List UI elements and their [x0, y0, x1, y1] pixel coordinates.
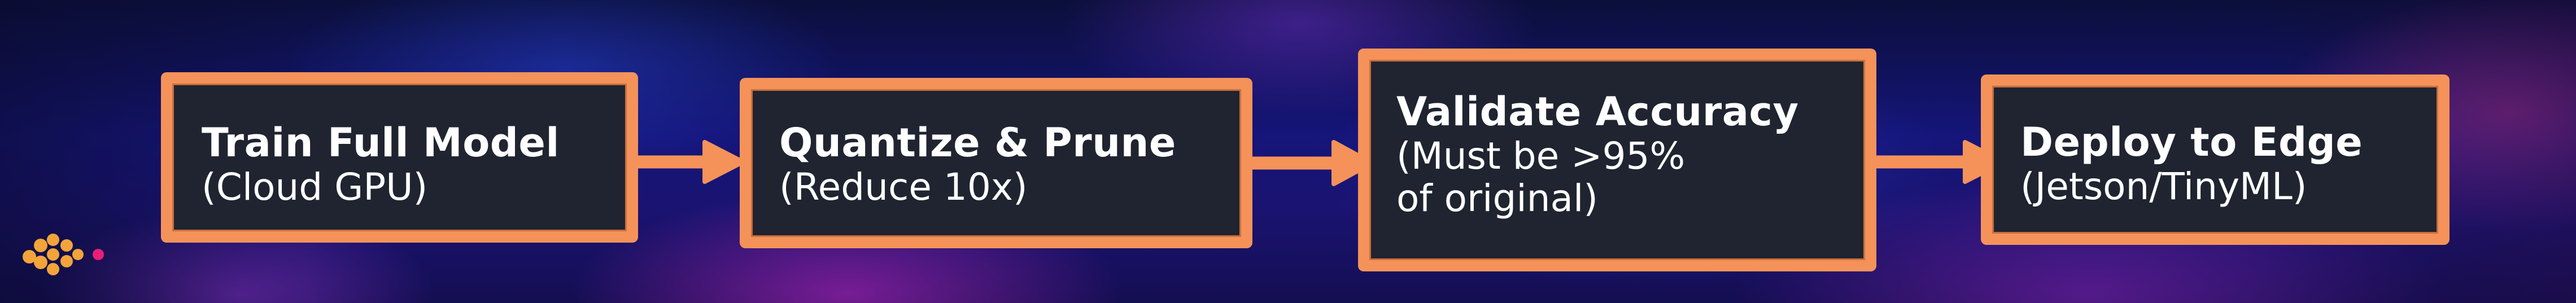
step-title: Quantize & Prune	[779, 120, 1176, 166]
step-subtitle: (Jetson/TinyML)	[2020, 164, 2307, 208]
arrow-quantize-to-validate	[1245, 140, 1374, 186]
brand-logo-icon	[23, 234, 104, 275]
step-title: Validate Accuracy	[1396, 89, 1799, 135]
step-train-full-model: Train Full Model (Cloud GPU)	[161, 72, 638, 243]
step-quantize-prune: Quantize & Prune (Reduce 10x)	[740, 78, 1252, 248]
step-subtitle: (Must be >95% of original)	[1396, 134, 1686, 221]
arrow-train-to-quantize	[631, 140, 745, 184]
step-subtitle: (Reduce 10x)	[779, 165, 1028, 209]
step-deploy-to-edge: Deploy to Edge (Jetson/TinyML)	[1981, 74, 2450, 245]
step-title: Deploy to Edge	[2020, 119, 2363, 165]
step-subtitle: (Cloud GPU)	[202, 165, 428, 209]
step-validate-accuracy: Validate Accuracy (Must be >95% of origi…	[1358, 49, 1876, 271]
step-title: Train Full Model	[202, 120, 560, 166]
